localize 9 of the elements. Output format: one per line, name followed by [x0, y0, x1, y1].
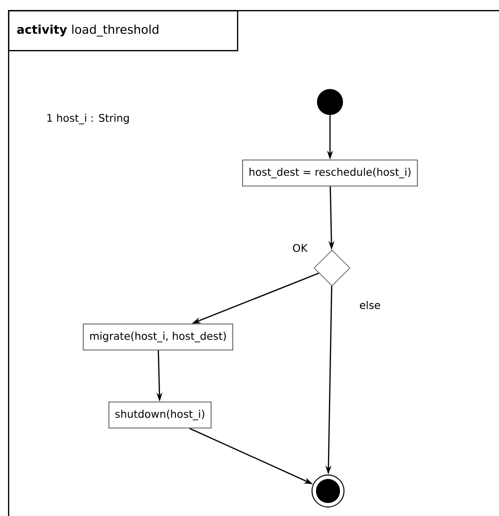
- edge-label: OK: [291, 243, 309, 253]
- action-box: migrate(host_i, host_dest): [82, 324, 234, 350]
- action-box: host_dest = reschedule(host_i): [242, 160, 418, 186]
- decision-diamond: [314, 250, 350, 286]
- parameter-label: 1 host_i : String: [47, 114, 129, 124]
- action-box: shutdown(host_i): [108, 402, 212, 428]
- final-node: [312, 474, 344, 508]
- initial-node: [317, 89, 343, 115]
- edge-label: else: [358, 300, 382, 310]
